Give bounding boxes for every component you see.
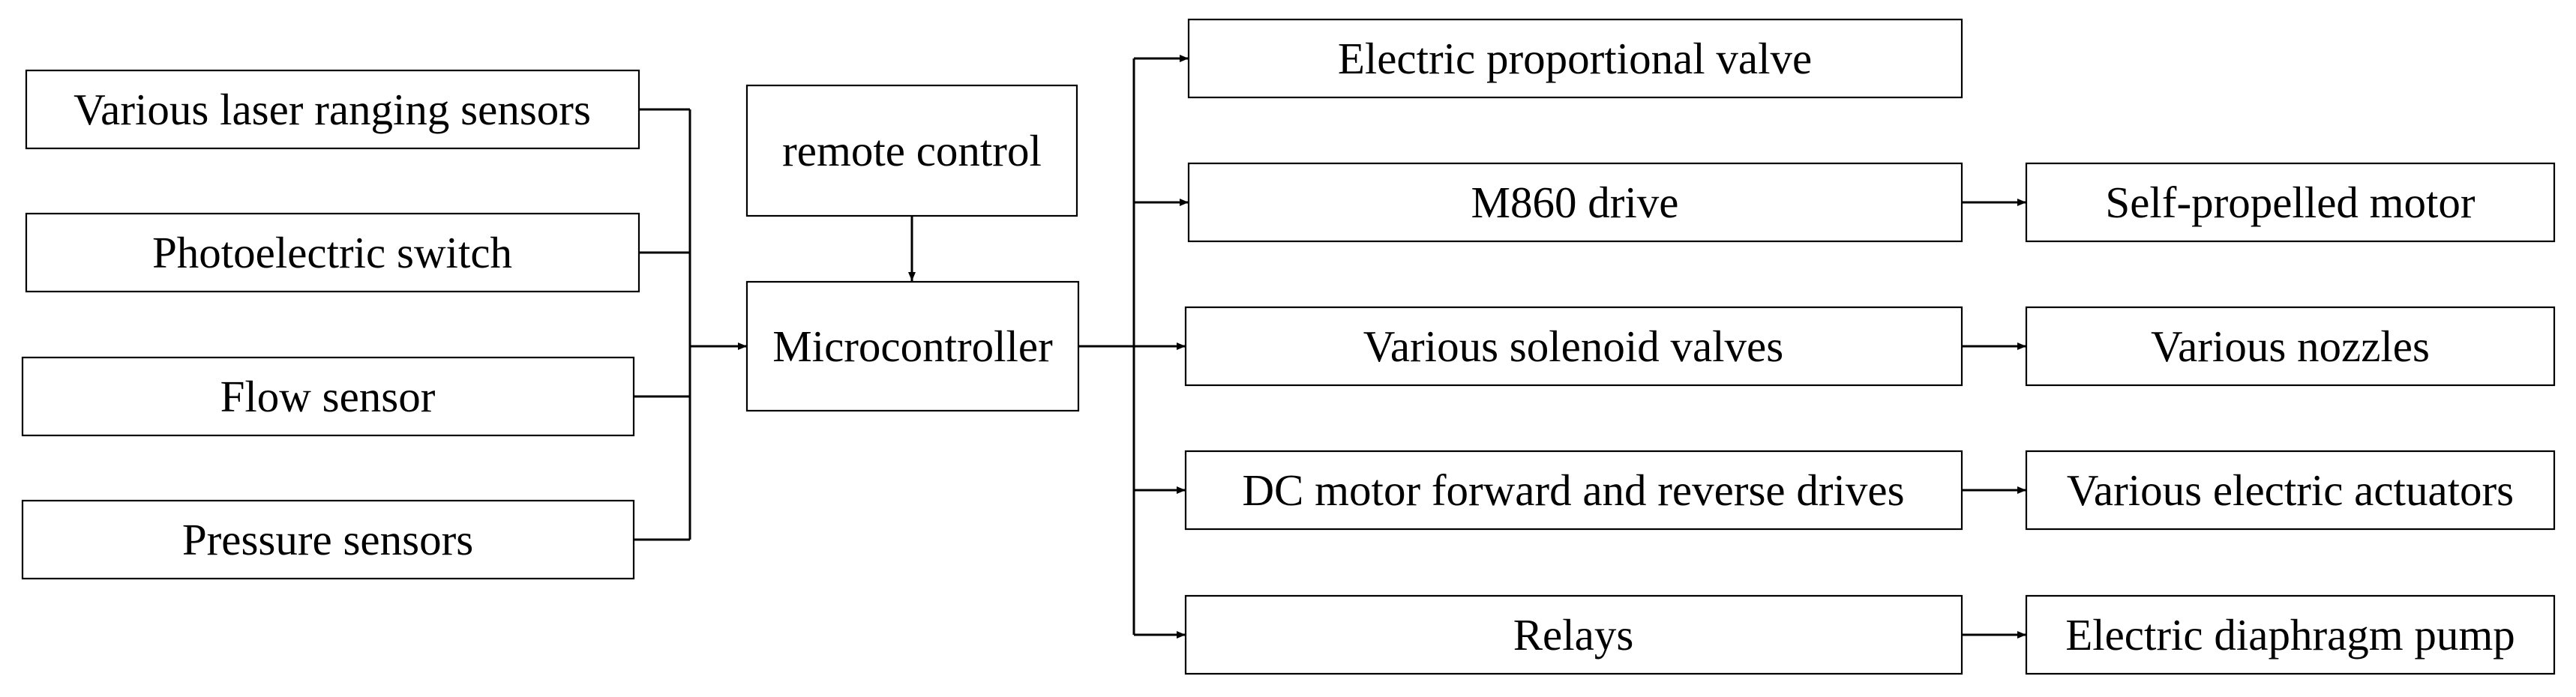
node-label: DC motor forward and reverse drives — [1242, 465, 1904, 515]
node-dc-motor-drives: DC motor forward and reverse drives — [1184, 450, 1963, 531]
node-laser-ranging-sensors: Various laser ranging sensors — [25, 69, 640, 150]
node-electric-proportional-valve: Electric proportional valve — [1187, 18, 1963, 99]
node-label: Pressure sensors — [182, 515, 473, 564]
node-various-nozzles: Various nozzles — [2025, 306, 2556, 387]
node-label: remote control — [782, 126, 1042, 175]
node-relays: Relays — [1184, 594, 1963, 675]
node-electric-actuators: Various electric actuators — [2025, 450, 2556, 531]
node-photoelectric-switch: Photoelectric switch — [25, 212, 640, 293]
node-label: Microcontroller — [772, 322, 1053, 371]
node-label: Electric proportional valve — [1338, 34, 1812, 83]
node-diaphragm-pump: Electric diaphragm pump — [2025, 594, 2556, 675]
node-pressure-sensors: Pressure sensors — [21, 499, 635, 580]
node-label: Various laser ranging sensors — [73, 85, 591, 134]
node-solenoid-valves: Various solenoid valves — [1184, 306, 1963, 387]
node-flow-sensor: Flow sensor — [21, 356, 635, 437]
node-microcontroller: Microcontroller — [745, 280, 1080, 412]
node-label: Relays — [1513, 610, 1634, 660]
node-self-propelled-motor: Self-propelled motor — [2025, 162, 2556, 243]
node-label: Various electric actuators — [2067, 465, 2514, 515]
node-label: Photoelectric switch — [152, 228, 512, 277]
node-remote-control: remote control — [745, 84, 1078, 217]
node-label: Self-propelled motor — [2105, 178, 2476, 227]
node-label: Flow sensor — [220, 372, 436, 421]
node-label: M860 drive — [1471, 178, 1679, 227]
node-label: Electric diaphragm pump — [2065, 610, 2515, 660]
node-label: Various solenoid valves — [1363, 322, 1783, 371]
node-m860-drive: M860 drive — [1187, 162, 1963, 243]
connectors — [634, 55, 2026, 639]
node-label: Various nozzles — [2151, 322, 2430, 371]
